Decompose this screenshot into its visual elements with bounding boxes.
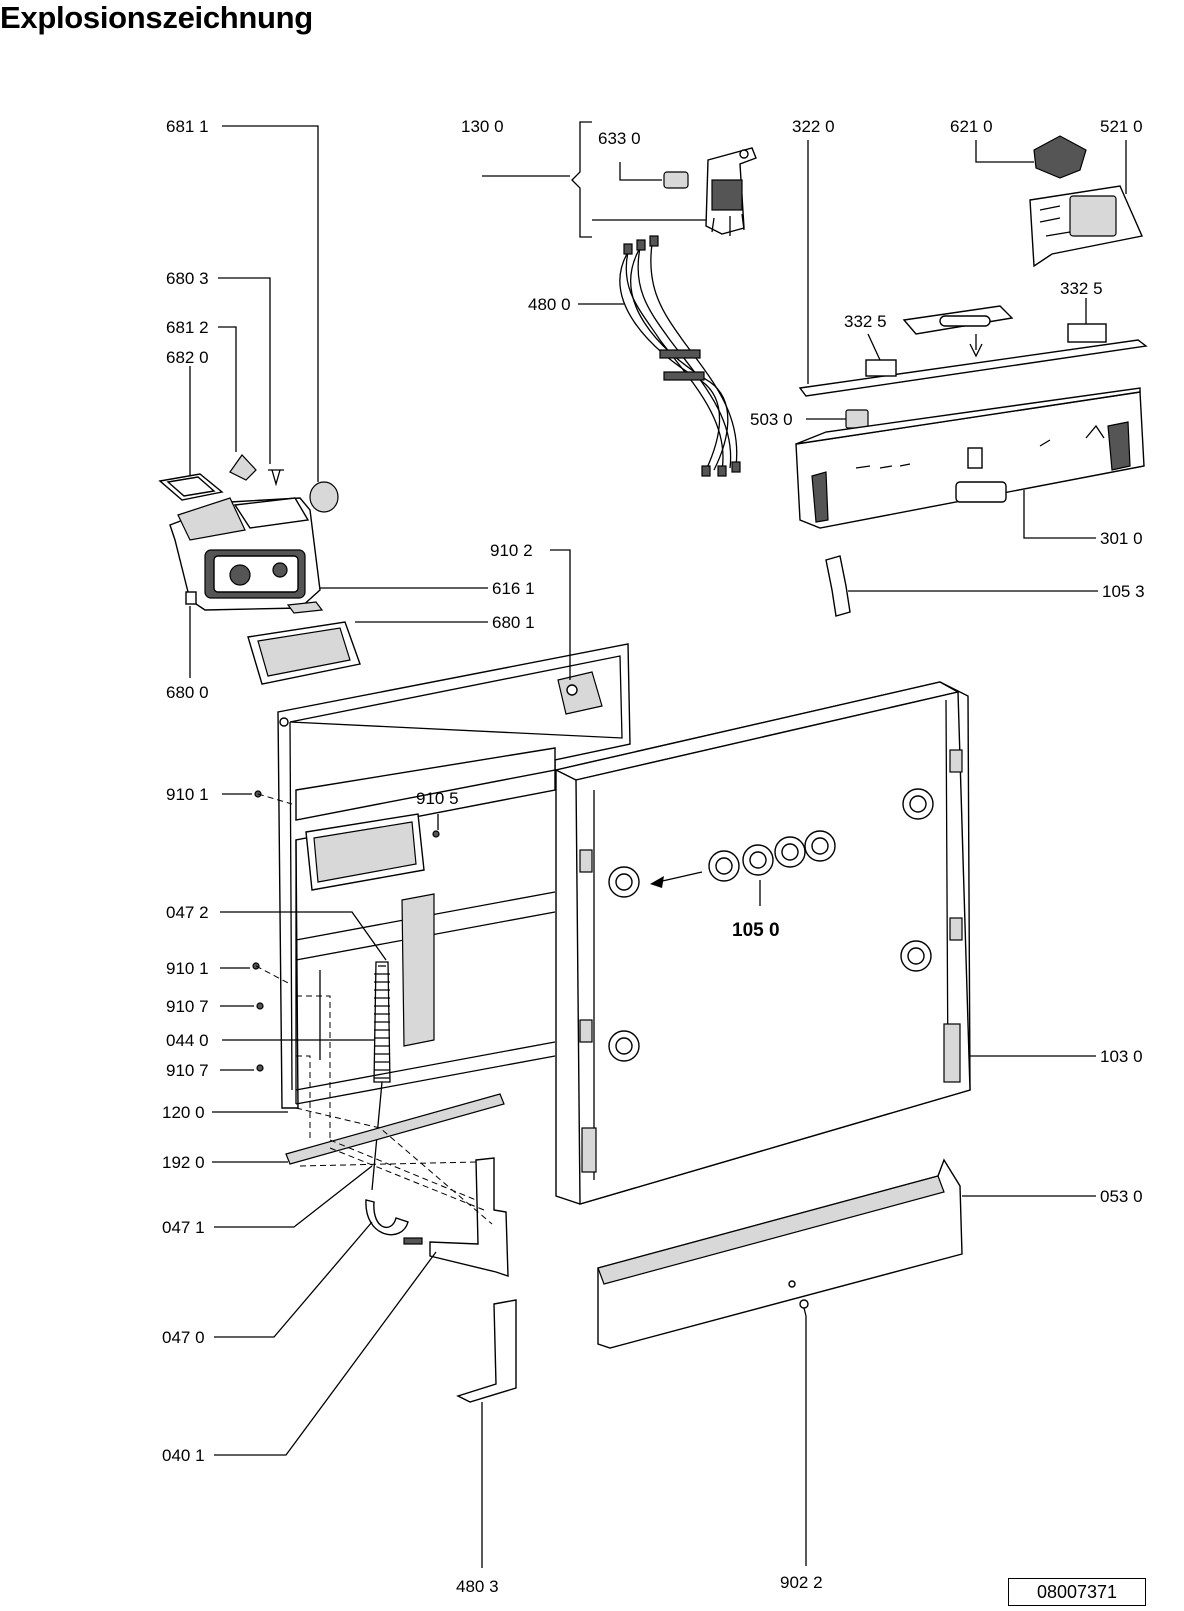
label-910-1-top: 910 1 xyxy=(166,785,209,804)
part-labels: 681 1 130 0 633 0 322 0 621 0 521 0 680 … xyxy=(162,117,1145,1596)
label-047-2: 047 2 xyxy=(166,903,209,922)
document-number: 08007371 xyxy=(1008,1578,1146,1606)
label-680-1: 680 1 xyxy=(492,613,535,632)
label-633-0: 633 0 xyxy=(598,129,641,148)
label-192-0: 192 0 xyxy=(162,1153,205,1172)
label-681-2: 681 2 xyxy=(166,318,209,337)
label-480-3: 480 3 xyxy=(456,1577,499,1596)
label-621-0: 621 0 xyxy=(950,117,993,136)
label-322-0: 322 0 xyxy=(792,117,835,136)
label-910-1-bottom: 910 1 xyxy=(166,959,209,978)
label-681-1: 681 1 xyxy=(166,117,209,136)
label-301-0: 301 0 xyxy=(1100,529,1143,548)
leader-lines xyxy=(189,125,1127,1568)
label-332-5-right: 332 5 xyxy=(1060,279,1103,298)
label-105-0: 105 0 xyxy=(732,920,780,941)
label-103-0: 103 0 xyxy=(1100,1047,1143,1066)
page-title: Explosionszeichnung xyxy=(0,0,313,35)
label-680-0: 680 0 xyxy=(166,683,209,702)
plinth xyxy=(597,1158,963,1349)
label-910-5: 910 5 xyxy=(416,789,459,808)
label-910-7-bottom: 910 7 xyxy=(166,1061,209,1080)
label-503-0: 503 0 xyxy=(750,410,793,429)
label-332-5-left: 332 5 xyxy=(844,312,887,331)
label-521-0: 521 0 xyxy=(1100,117,1143,136)
label-910-2: 910 2 xyxy=(490,541,533,560)
label-053-0: 053 0 xyxy=(1100,1187,1143,1206)
label-682-0: 682 0 xyxy=(166,348,209,367)
label-130-0: 130 0 xyxy=(461,117,504,136)
label-120-0: 120 0 xyxy=(162,1103,205,1122)
outer-door-panel xyxy=(553,681,971,1205)
door-lock-assembly xyxy=(571,121,757,238)
label-040-1: 040 1 xyxy=(162,1446,205,1465)
label-910-7-top: 910 7 xyxy=(166,997,209,1016)
inner-door-frame xyxy=(277,643,631,1403)
label-047-1: 047 1 xyxy=(162,1218,205,1237)
label-616-1: 616 1 xyxy=(492,579,535,598)
screws xyxy=(252,790,440,1072)
label-047-0: 047 0 xyxy=(162,1328,205,1347)
label-680-3: 680 3 xyxy=(166,269,209,288)
label-105-3: 105 3 xyxy=(1102,582,1145,601)
label-044-0: 044 0 xyxy=(166,1031,209,1050)
magnet-rollers xyxy=(608,788,934,1062)
brand-plate-icon xyxy=(939,315,991,327)
electronics-module xyxy=(1029,135,1143,268)
dispenser-assembly xyxy=(158,454,361,685)
label-902-2: 902 2 xyxy=(780,1573,823,1592)
label-480-0: 480 0 xyxy=(528,295,571,314)
wiring-harness xyxy=(619,235,741,477)
control-panel-assembly xyxy=(795,305,1148,617)
